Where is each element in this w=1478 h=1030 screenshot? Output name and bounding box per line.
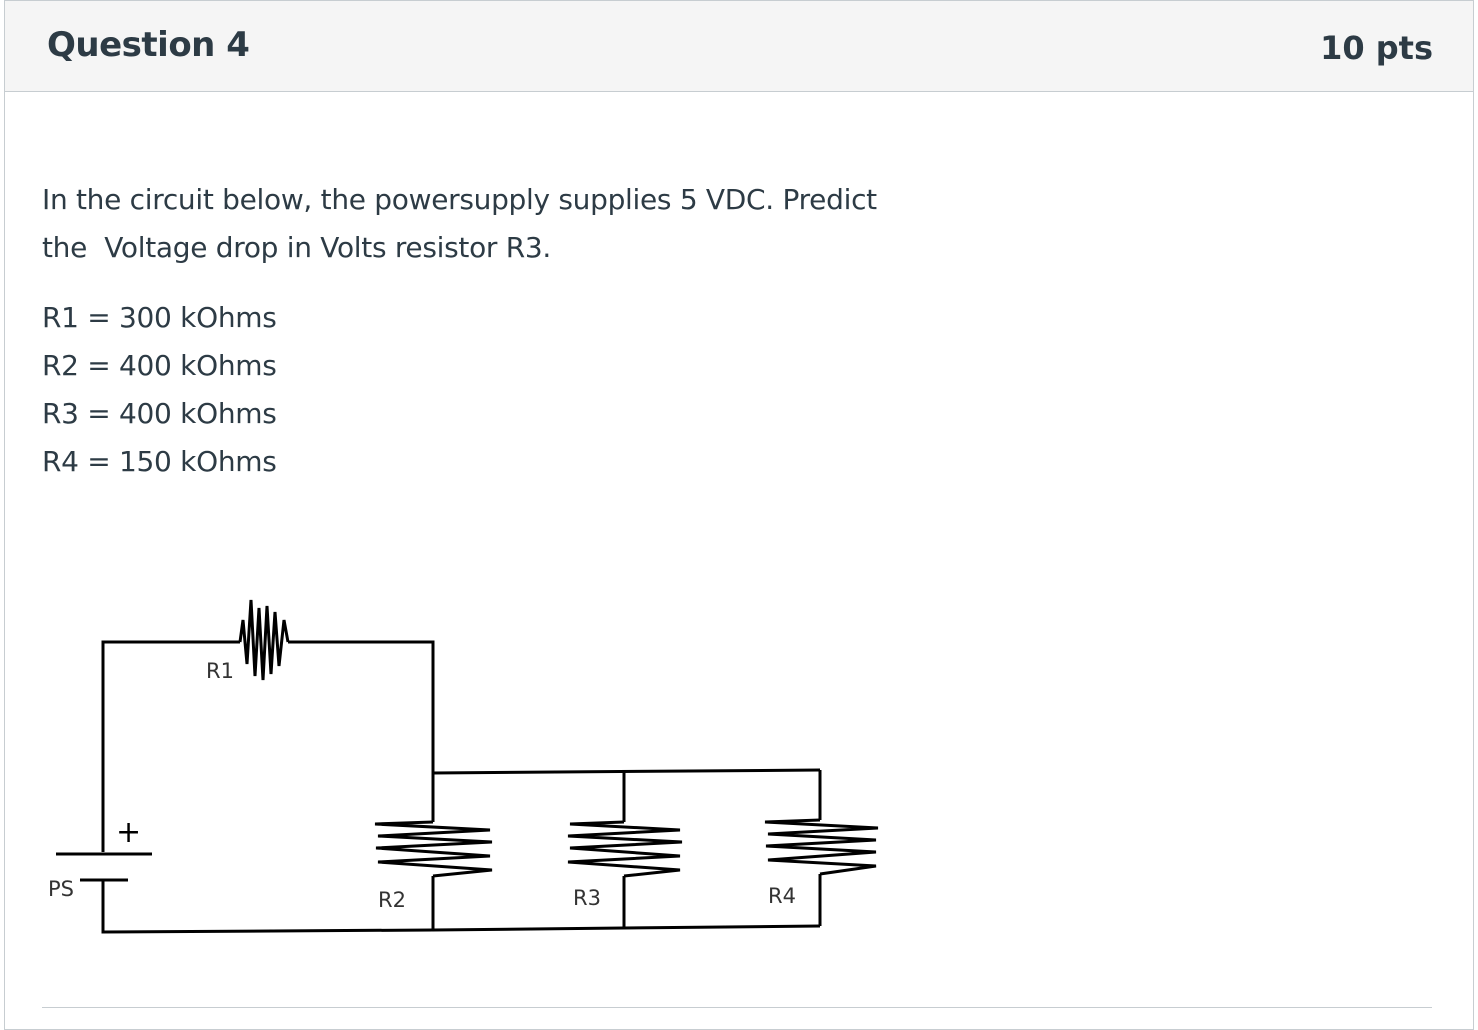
question-body: In the circuit below, the powersupply su…: [42, 176, 942, 486]
wire-top: [288, 640, 435, 822]
resistor-r4-symbol: [764, 818, 879, 876]
resistor-value-r1: R1 = 300 kOhms: [42, 301, 277, 334]
circuit-label-r3: R3: [573, 886, 601, 910]
resistor-value-r3: R3 = 400 kOhms: [42, 397, 277, 430]
circuit-label-plus: +: [116, 815, 141, 850]
circuit-label-r2: R2: [378, 888, 406, 912]
resistor-list: R1 = 300 kOhms R2 = 400 kOhms R3 = 400 k…: [42, 294, 942, 486]
question-card: Question 4 10 pts: [4, 0, 1474, 1030]
question-header: Question 4 10 pts: [5, 1, 1473, 92]
resistor-value-r2: R2 = 400 kOhms: [42, 349, 277, 382]
resistor-r2-symbol: [374, 820, 493, 878]
wire-left: [101, 640, 240, 852]
wire-bottom: [101, 880, 821, 934]
prompt-line-1: In the circuit below, the powersupply su…: [42, 183, 877, 216]
circuit-label-r1: R1: [206, 659, 234, 683]
question-text: In the circuit below, the powersupply su…: [42, 176, 942, 272]
footer-divider: [42, 1007, 1432, 1008]
wire-node-bus: [432, 768, 821, 775]
question-title: Question 4: [47, 25, 250, 65]
prompt-line-2: the Voltage drop in Volts resistor R3.: [42, 231, 552, 264]
resistor-r1-symbol: [238, 599, 290, 681]
circuit-label-ps: PS: [48, 877, 74, 901]
question-points: 10 pts: [1320, 29, 1433, 67]
circuit-label-r4: R4: [768, 884, 796, 908]
circuit-diagram: + PS R1 R2 R3 R4: [48, 599, 879, 934]
resistor-value-r4: R4 = 150 kOhms: [42, 445, 277, 478]
resistor-r3-symbol: [567, 820, 683, 878]
